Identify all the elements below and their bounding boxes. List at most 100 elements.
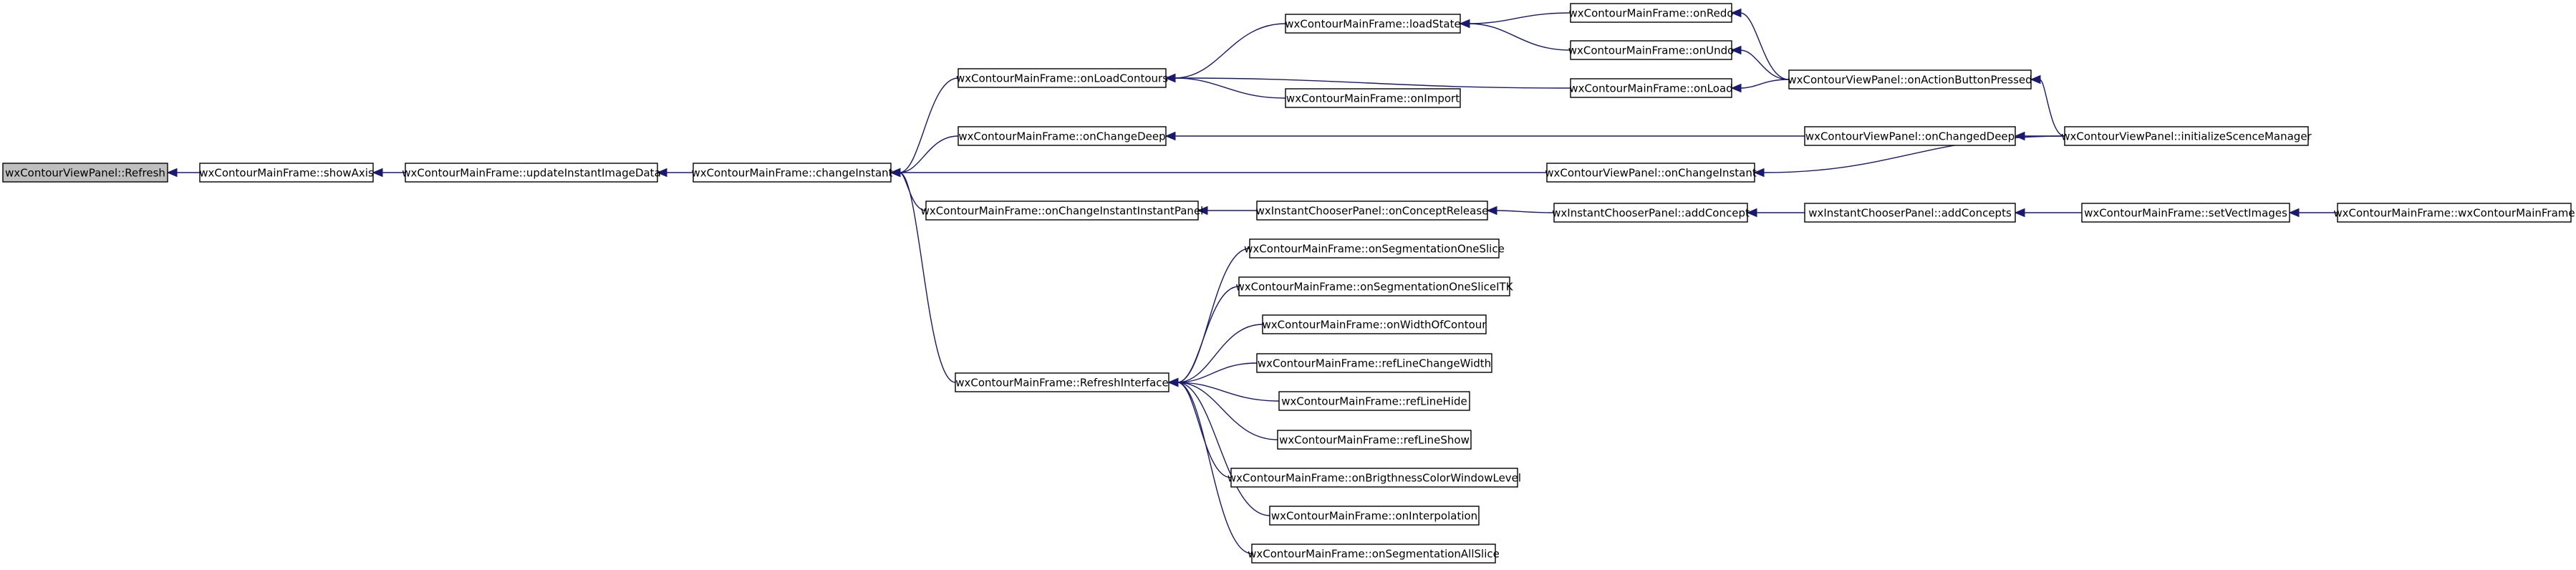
node-box bbox=[1570, 3, 1732, 23]
edge-line bbox=[1177, 382, 1232, 478]
node-addconcept[interactable]: wxInstantChooserPanel::addConcept bbox=[1552, 203, 1750, 223]
edge-line bbox=[899, 135, 959, 173]
node-onundo[interactable]: wxContourMainFrame::onUndo bbox=[1568, 40, 1735, 60]
node-loadstate[interactable]: wxContourMainFrame::loadState bbox=[1285, 14, 1461, 34]
edge-arrowhead bbox=[166, 168, 178, 178]
edge-addconcept-to-onconceptrelease bbox=[1486, 206, 1555, 216]
node-label: wxContourMainFrame::onLoadContours bbox=[956, 72, 1168, 85]
edge-line bbox=[1468, 23, 1571, 51]
node-box bbox=[1256, 353, 1492, 373]
node-box bbox=[1278, 391, 1470, 411]
node-label: wxContourMainFrame::refLineChangeWidth bbox=[1258, 357, 1491, 370]
node-onimport[interactable]: wxContourMainFrame::onImport bbox=[1285, 88, 1461, 108]
edge-addconcepts-to-addconcept bbox=[1746, 208, 1805, 218]
node-segonesliceitk[interactable]: wxContourMainFrame::onSegmentationOneSli… bbox=[1235, 276, 1514, 296]
node-label: wxContourMainFrame::updateInstantImageDa… bbox=[402, 167, 661, 180]
node-onactionbuttonpressed[interactable]: wxContourViewPanel::onActionButtonPresse… bbox=[1788, 69, 2032, 90]
edge-line bbox=[1740, 79, 1790, 89]
node-box bbox=[957, 68, 1167, 88]
node-segallslice[interactable]: wxContourMainFrame::onSegmentationAllSli… bbox=[1248, 544, 1500, 564]
node-label: wxContourMainFrame::onBrigthnessColorWin… bbox=[1227, 472, 1521, 485]
edge-line bbox=[1495, 210, 1555, 213]
node-onchangeddeep[interactable]: wxContourViewPanel::onChangedDeep bbox=[1804, 126, 2016, 146]
edge-arrowhead bbox=[1459, 19, 1470, 29]
edge-line bbox=[1177, 382, 1278, 440]
edge-changeinstant-to-updateinstant bbox=[656, 168, 693, 178]
node-interpolation[interactable]: wxContourMainFrame::onInterpolation bbox=[1269, 506, 1480, 526]
node-label: wxContourMainFrame::onLoad bbox=[1569, 82, 1732, 95]
node-onredo[interactable]: wxContourMainFrame::onRedo bbox=[1568, 3, 1734, 23]
node-onloadcontours[interactable]: wxContourMainFrame::onLoadContours bbox=[956, 68, 1168, 88]
edge-arrowhead bbox=[2030, 74, 2041, 84]
node-setvectimages[interactable]: wxContourMainFrame::setVectImages bbox=[2081, 203, 2290, 223]
edge-arrowhead bbox=[2014, 131, 2025, 141]
node-box bbox=[1804, 126, 2016, 146]
node-widthofcontour[interactable]: wxContourMainFrame::onWidthOfContour bbox=[1262, 314, 1487, 334]
edge-line bbox=[1177, 382, 1270, 516]
node-onconceptrelease[interactable]: wxInstantChooserPanel::onConceptRelease bbox=[1256, 201, 1489, 221]
node-onchangedeep[interactable]: wxContourMainFrame::onChangeDeep bbox=[957, 126, 1167, 146]
edge-widthofcontour-to-refreshinterface bbox=[1167, 324, 1263, 387]
node-box bbox=[693, 163, 892, 183]
edge-arrowhead bbox=[656, 168, 667, 178]
node-label: wxContourMainFrame::onChangeDeep bbox=[958, 130, 1165, 143]
node-box bbox=[199, 163, 374, 183]
edge-line bbox=[1177, 324, 1263, 383]
node-label: wxContourMainFrame::onImport bbox=[1286, 92, 1460, 105]
edge-updateinstant-to-showaxis bbox=[372, 168, 405, 178]
edge-arrowhead bbox=[1164, 73, 1176, 83]
edge-arrowhead bbox=[1197, 206, 1208, 216]
node-showaxis[interactable]: wxContourMainFrame::showAxis bbox=[199, 163, 374, 183]
node-onload[interactable]: wxContourMainFrame::onLoad bbox=[1569, 78, 1733, 98]
edge-arrowhead bbox=[1486, 206, 1497, 216]
edge-line bbox=[1177, 248, 1250, 383]
edge-segoneslice-to-refreshinterface bbox=[1167, 248, 1250, 387]
node-label: wxContourViewPanel::onChangedDeep bbox=[1805, 130, 2015, 143]
node-onchangeinstantpanel[interactable]: wxContourMainFrame::onChangeInstantInsta… bbox=[921, 201, 1204, 221]
node-ctor[interactable]: wxContourMainFrame::wxContourMainFrame bbox=[2333, 203, 2575, 223]
node-updateinstant[interactable]: wxContourMainFrame::updateInstantImageDa… bbox=[402, 163, 661, 183]
node-brightness[interactable]: wxContourMainFrame::onBrigthnessColorWin… bbox=[1227, 468, 1521, 488]
edge-onactionbuttonpressed-to-onundo bbox=[1730, 45, 1790, 80]
node-changeinstant[interactable]: wxContourMainFrame::changeInstant bbox=[691, 163, 893, 183]
node-label: wxContourMainFrame::onInterpolation bbox=[1271, 510, 1477, 523]
node-refreshinterface[interactable]: wxContourMainFrame::RefreshInterface bbox=[955, 372, 1169, 392]
node-label: wxContourMainFrame::onUndo bbox=[1568, 44, 1735, 57]
node-box bbox=[1553, 203, 1748, 223]
node-box bbox=[1238, 276, 1510, 296]
node-viewonchangeinstant[interactable]: wxContourViewPanel::onChangeInstant bbox=[1545, 163, 1757, 183]
edge-onload-to-onloadcontours bbox=[1164, 73, 1571, 89]
node-box bbox=[1804, 203, 2016, 223]
edge-setvectimages-to-addconcepts bbox=[2014, 208, 2082, 218]
node-label: wxContourMainFrame::refLineShow bbox=[1279, 434, 1470, 447]
edge-line bbox=[899, 172, 956, 383]
node-label: wxContourViewPanel::Refresh bbox=[5, 167, 165, 180]
edge-line bbox=[1740, 49, 1790, 80]
node-addconcepts[interactable]: wxInstantChooserPanel::addConcepts bbox=[1804, 203, 2016, 223]
node-reflineshow[interactable]: wxContourMainFrame::refLineShow bbox=[1277, 430, 1472, 450]
edge-onloadcontours-to-changeinstant bbox=[889, 77, 959, 178]
node-label: wxContourViewPanel::initializeScenceMana… bbox=[2061, 130, 2312, 143]
node-segoneslice[interactable]: wxContourMainFrame::onSegmentationOneSli… bbox=[1244, 238, 1505, 259]
edge-arrowhead bbox=[889, 168, 901, 178]
edge-showaxis-to-refresh bbox=[166, 168, 200, 178]
node-initializescene[interactable]: wxContourViewPanel::initializeScenceMana… bbox=[2061, 126, 2312, 146]
node-box bbox=[1262, 314, 1487, 334]
node-box bbox=[1285, 88, 1461, 108]
edge-viewonchangeinstant-to-changeinstant bbox=[889, 168, 1547, 178]
edge-onactionbuttonpressed-to-onredo bbox=[1730, 8, 1790, 80]
edge-line bbox=[1174, 77, 1286, 99]
node-refresh[interactable]: wxContourViewPanel::Refresh bbox=[2, 163, 168, 183]
edge-loadstate-to-onloadcontours bbox=[1164, 23, 1286, 83]
edge-line bbox=[1740, 12, 1790, 80]
edge-line bbox=[1177, 382, 1280, 402]
edge-onredo-to-loadstate bbox=[1459, 12, 1571, 29]
node-label: wxContourMainFrame::changeInstant bbox=[691, 167, 892, 180]
node-reflinehide[interactable]: wxContourMainFrame::refLineHide bbox=[1278, 391, 1470, 411]
edge-initializescene-to-onactionbuttonpressed bbox=[2030, 74, 2065, 137]
node-box bbox=[1788, 69, 2032, 90]
node-reflinechangewidth[interactable]: wxContourMainFrame::refLineChangeWidth bbox=[1256, 353, 1492, 373]
node-label: wxContourViewPanel::onActionButtonPresse… bbox=[1788, 74, 2032, 87]
